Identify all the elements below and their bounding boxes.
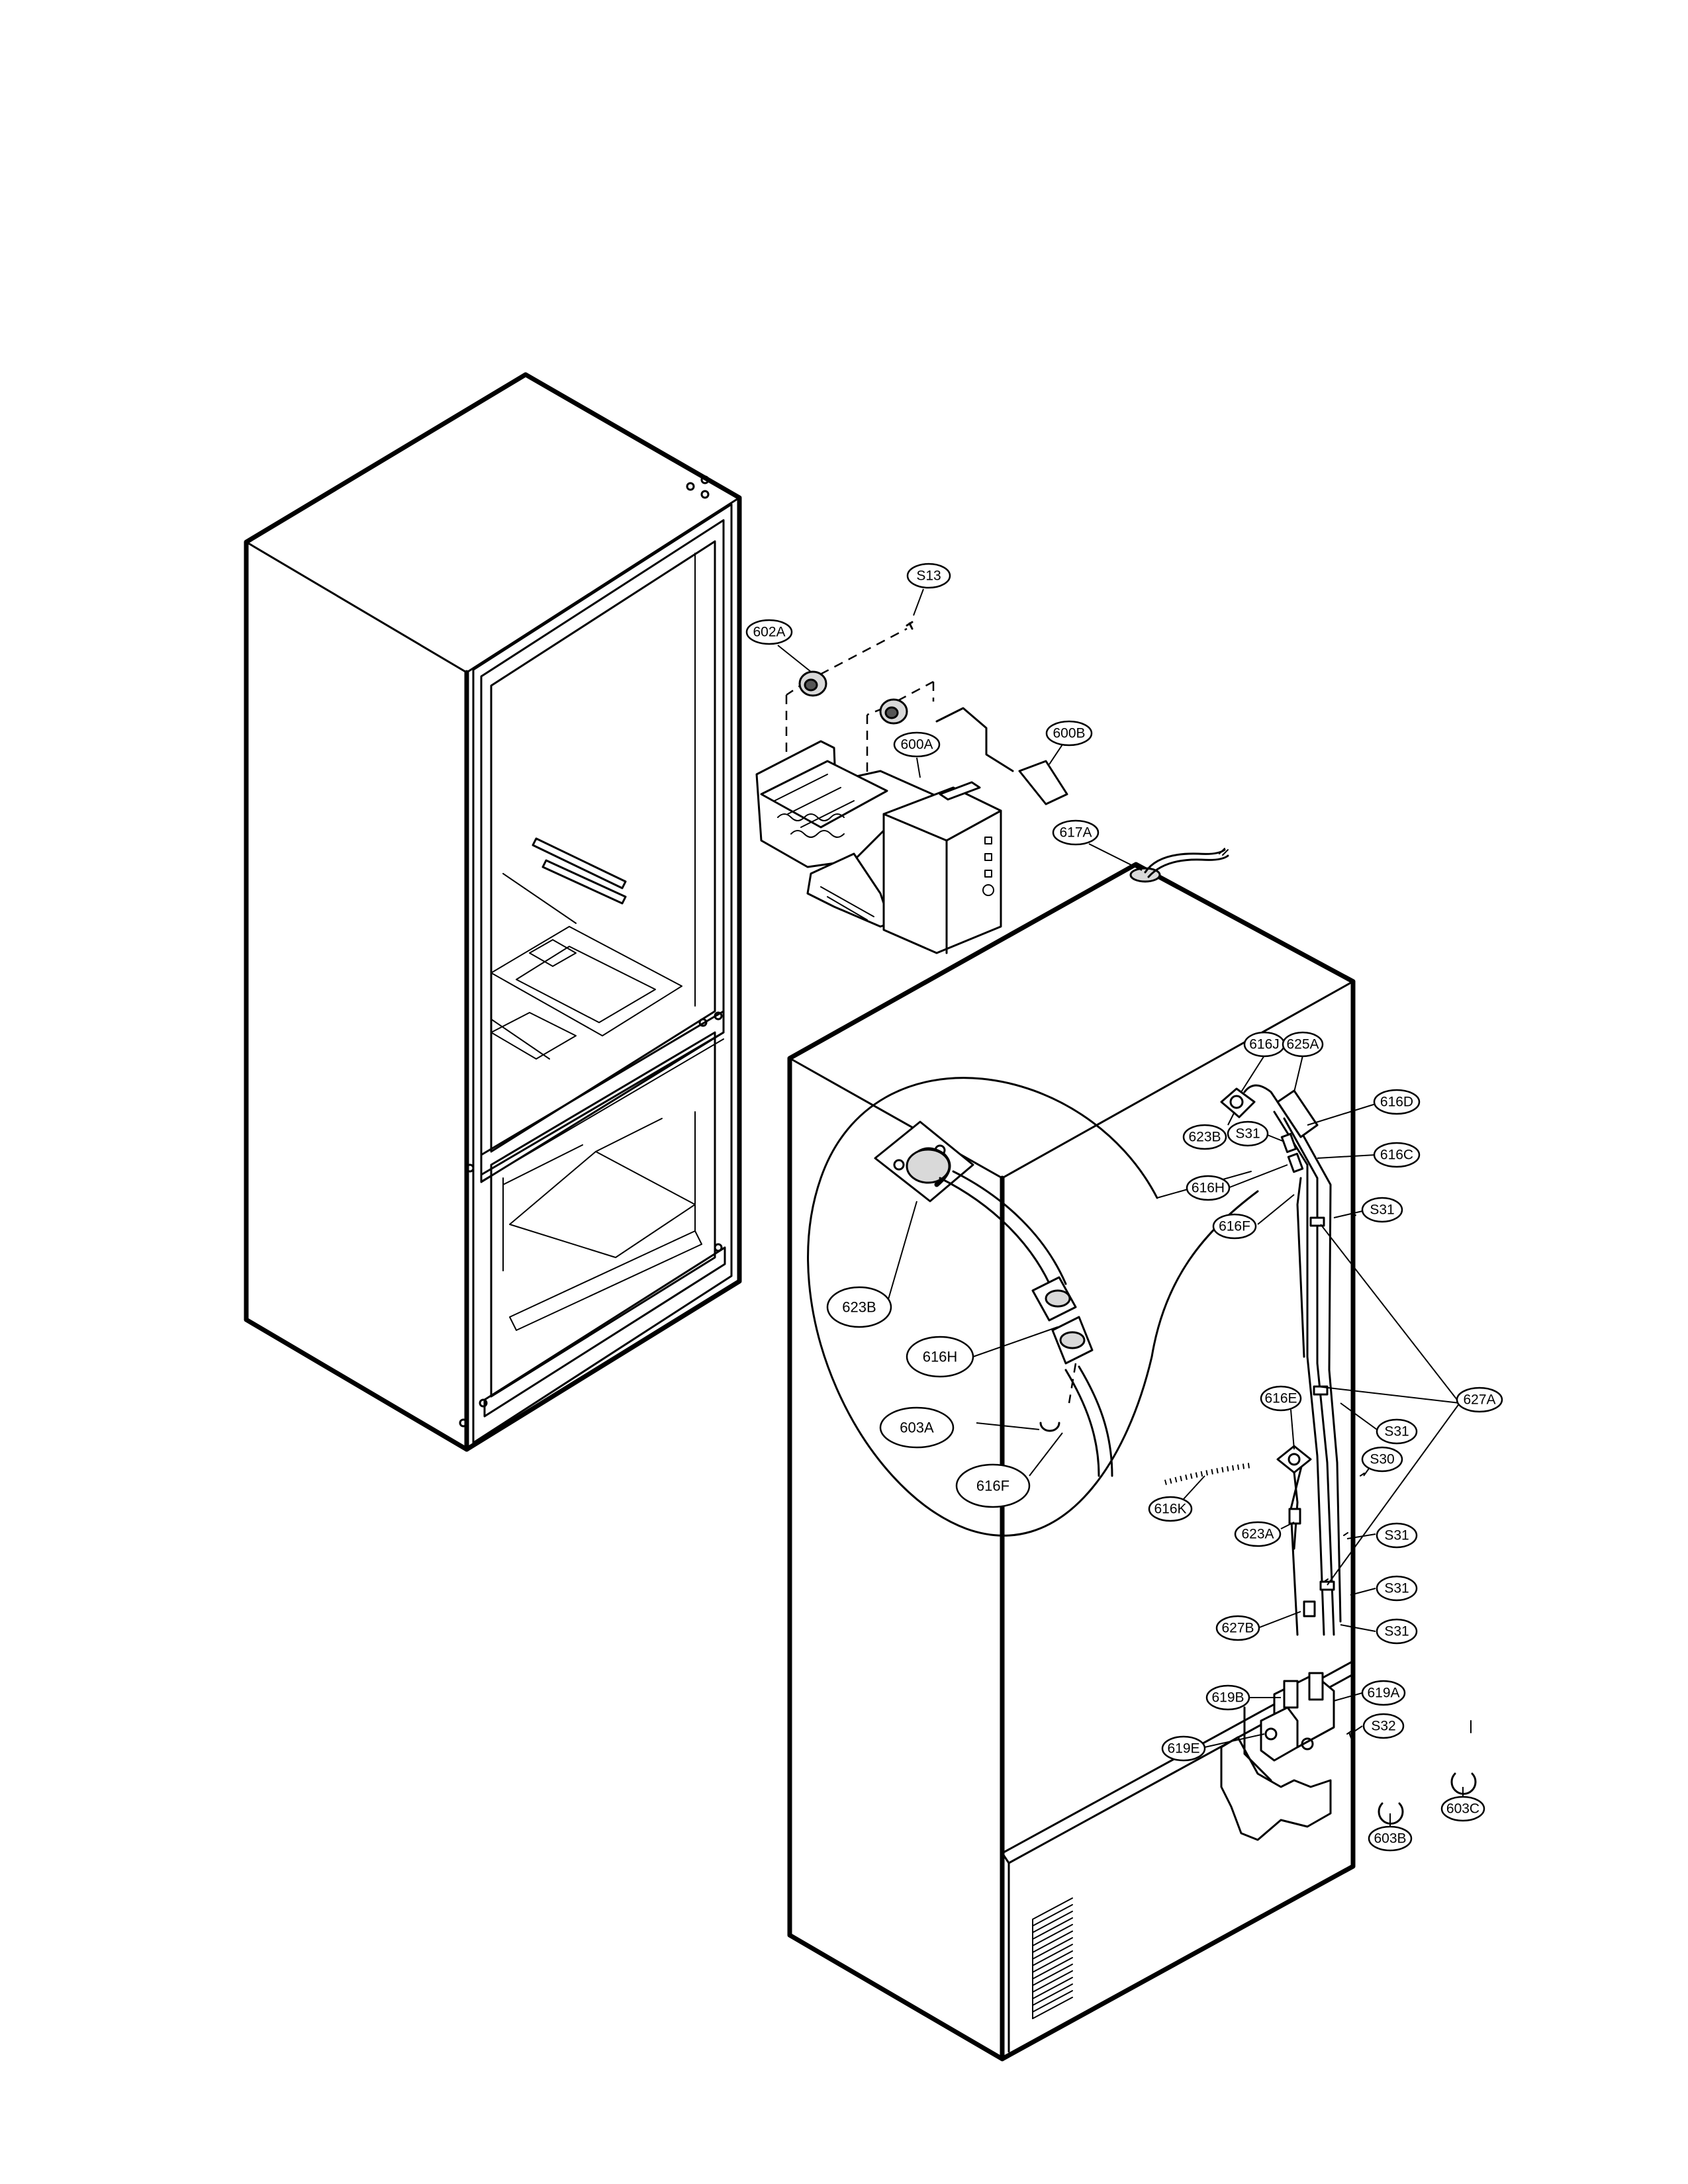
callout-623b-big: 623B — [826, 1286, 892, 1328]
callout-616k-text: 616K — [1154, 1502, 1186, 1517]
callout-602a-text: 602A — [753, 625, 785, 640]
callout-s31-mid-text: S31 — [1384, 1424, 1409, 1439]
callout-616k: 616K — [1148, 1496, 1193, 1522]
callout-616e: 616E — [1260, 1385, 1302, 1412]
fitting-623b-small — [1220, 1087, 1256, 1118]
callout-603c: 603C — [1440, 1796, 1485, 1822]
callout-625a-text: 625A — [1286, 1037, 1319, 1052]
callout-616e-text: 616E — [1264, 1391, 1297, 1406]
callout-616h-small: 616H — [1186, 1175, 1231, 1201]
callout-619e: 619E — [1161, 1735, 1206, 1762]
callout-616f-big-text: 616F — [976, 1478, 1009, 1494]
callout-623b-big-text: 623B — [842, 1299, 876, 1316]
callout-616j: 616J — [1243, 1031, 1286, 1058]
callout-617a: 617A — [1052, 819, 1100, 846]
ice-maker-assembly — [755, 621, 1068, 954]
callout-616h-small-text: 616H — [1192, 1181, 1225, 1196]
front-cabinet-view — [244, 372, 742, 1452]
callout-s31-right-text: S31 — [1370, 1203, 1394, 1218]
callout-602a: 602A — [745, 619, 793, 645]
callout-627a-text: 627A — [1463, 1392, 1495, 1408]
callout-s31-lower: S31 — [1376, 1522, 1418, 1549]
callout-617a-text: 617A — [1059, 825, 1092, 841]
callout-619b-text: 619B — [1211, 1690, 1244, 1706]
rear-vent-grille — [1032, 1897, 1073, 2019]
callout-600a: 600A — [893, 731, 941, 758]
callout-619e-text: 619E — [1167, 1741, 1199, 1756]
detail-magnifier — [807, 1077, 1259, 1537]
callout-s30: S30 — [1361, 1446, 1403, 1473]
callout-s30-text: S30 — [1370, 1452, 1394, 1467]
callout-623a-text: 623A — [1241, 1527, 1274, 1542]
callout-619a: 619A — [1361, 1680, 1406, 1706]
callout-s31-top: S31 — [1227, 1120, 1269, 1147]
callout-s31-lower2-text: S31 — [1384, 1581, 1409, 1596]
callout-603a-text: 603A — [900, 1420, 934, 1436]
callout-603b-text: 603B — [1374, 1831, 1406, 1846]
grommet-602a-left — [798, 670, 827, 697]
callout-619a-text: 619A — [1367, 1686, 1399, 1701]
callout-s32: S32 — [1362, 1713, 1405, 1739]
callout-616c: 616C — [1373, 1142, 1421, 1168]
callout-603b: 603B — [1368, 1825, 1413, 1852]
callout-616f-big: 616F — [955, 1463, 1031, 1508]
callout-616d-text: 616D — [1380, 1095, 1413, 1110]
callout-600b-text: 600B — [1053, 726, 1085, 741]
callout-616f-small: 616F — [1212, 1213, 1257, 1240]
grommet-602a-right — [879, 698, 908, 725]
callout-619b: 619B — [1205, 1684, 1250, 1711]
callout-616h-big-text: 616H — [923, 1349, 958, 1365]
callout-s31-bottom-text: S31 — [1384, 1624, 1409, 1639]
callout-600a-text: 600A — [900, 737, 933, 752]
callout-623b-small-text: 623B — [1188, 1130, 1221, 1145]
callout-s13-text: S13 — [916, 569, 941, 584]
callout-623a: 623A — [1234, 1521, 1282, 1547]
callout-616h-big: 616H — [906, 1336, 974, 1378]
callout-616f-small-text: 616F — [1219, 1219, 1250, 1234]
callout-616j-text: 616J — [1249, 1037, 1280, 1052]
callout-s31-right: S31 — [1361, 1197, 1403, 1223]
callout-s32-text: S32 — [1371, 1719, 1395, 1734]
callout-616c-text: 616C — [1380, 1148, 1413, 1163]
callout-625a: 625A — [1282, 1031, 1324, 1058]
water-valve-assembly — [1220, 1672, 1335, 1841]
callout-s31-bottom: S31 — [1376, 1618, 1418, 1645]
callout-623b-small: 623B — [1182, 1124, 1227, 1150]
callout-603a: 603A — [879, 1406, 955, 1449]
callout-s31-lower-text: S31 — [1384, 1528, 1409, 1543]
callout-616d: 616D — [1373, 1089, 1421, 1115]
leader-lines — [777, 588, 1464, 1827]
callout-627a: 627A — [1456, 1387, 1503, 1413]
callout-s31-lower2: S31 — [1376, 1575, 1418, 1602]
callout-s31-mid: S31 — [1376, 1418, 1418, 1445]
callout-603c-text: 603C — [1446, 1801, 1479, 1817]
callout-s31-top-text: S31 — [1235, 1126, 1260, 1142]
callout-627b: 627B — [1215, 1615, 1260, 1641]
callout-627b-text: 627B — [1221, 1621, 1254, 1636]
callout-s13: S13 — [906, 563, 951, 589]
rear-cabinet-view — [787, 848, 1477, 2062]
callout-600b: 600B — [1045, 720, 1093, 747]
